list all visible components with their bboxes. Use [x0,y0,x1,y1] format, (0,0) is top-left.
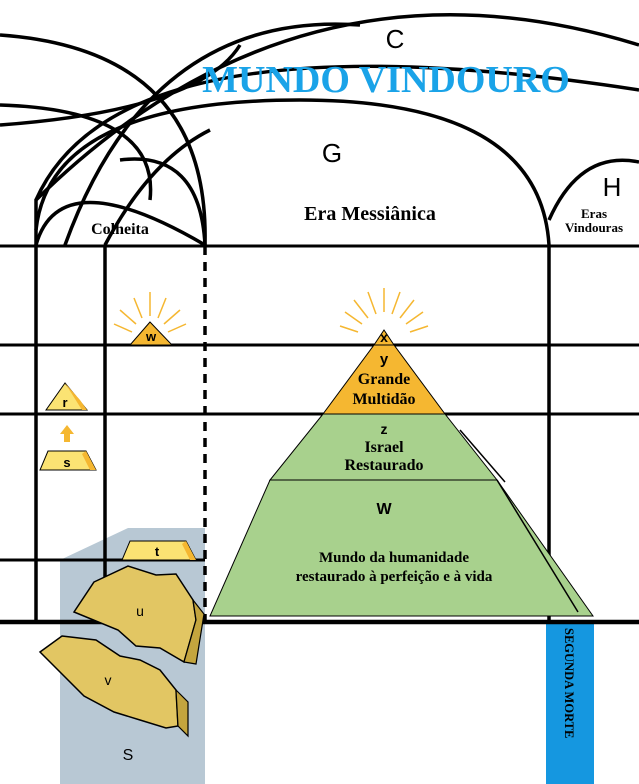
pyramid-y-line1: Grande [358,371,410,388]
pyramid-x-label: x [380,329,388,345]
era-messianic-label: Era Messiânica [304,203,436,225]
pyramid-y-line2: Multidão [352,391,415,408]
marker-v-label: v [105,672,112,688]
marker-w-shape [113,292,187,346]
arch-label-c: C [386,24,405,54]
pyramid-z-label: z [381,421,388,437]
pyramid-z-line2: Restaurado [344,457,423,474]
pyramid-w-line2: restaurado à perfeição e à vida [296,569,493,585]
marker-u-shape [72,565,205,665]
marker-r-shape [45,382,89,411]
diagram-title: MUNDO VINDOURO [202,59,570,101]
pyramid-rays [339,288,429,333]
region-s-label: S [123,747,134,764]
pyramid-z-line1: Israel [364,439,404,456]
up-arrow-icon [60,425,74,442]
arch-label-h: H [603,172,622,202]
marker-u-label: u [136,603,144,619]
pyramid-y-label: y [380,351,389,368]
marker-s-label: s [63,455,70,470]
second-death-bar [546,620,594,784]
marker-t-label: t [155,544,160,559]
marker-s-shape [39,450,97,471]
pyramid [209,288,594,617]
arch-label-g: G [322,138,342,168]
pyramid-w-label: W [376,501,392,518]
marker-w-label: w [145,329,157,344]
era-future-label-2: Vindouras [565,220,623,235]
marker-t-shape [121,540,197,561]
marker-r-label: r [62,395,67,410]
second-death-label: SEGUNDA MORTE [562,628,576,738]
pyramid-w-line1: Mundo da humanidade [319,550,469,566]
era-future-label-1: Eras [581,206,607,221]
era-harvest-label: Colheita [91,221,149,238]
marker-v-shape [38,635,189,738]
